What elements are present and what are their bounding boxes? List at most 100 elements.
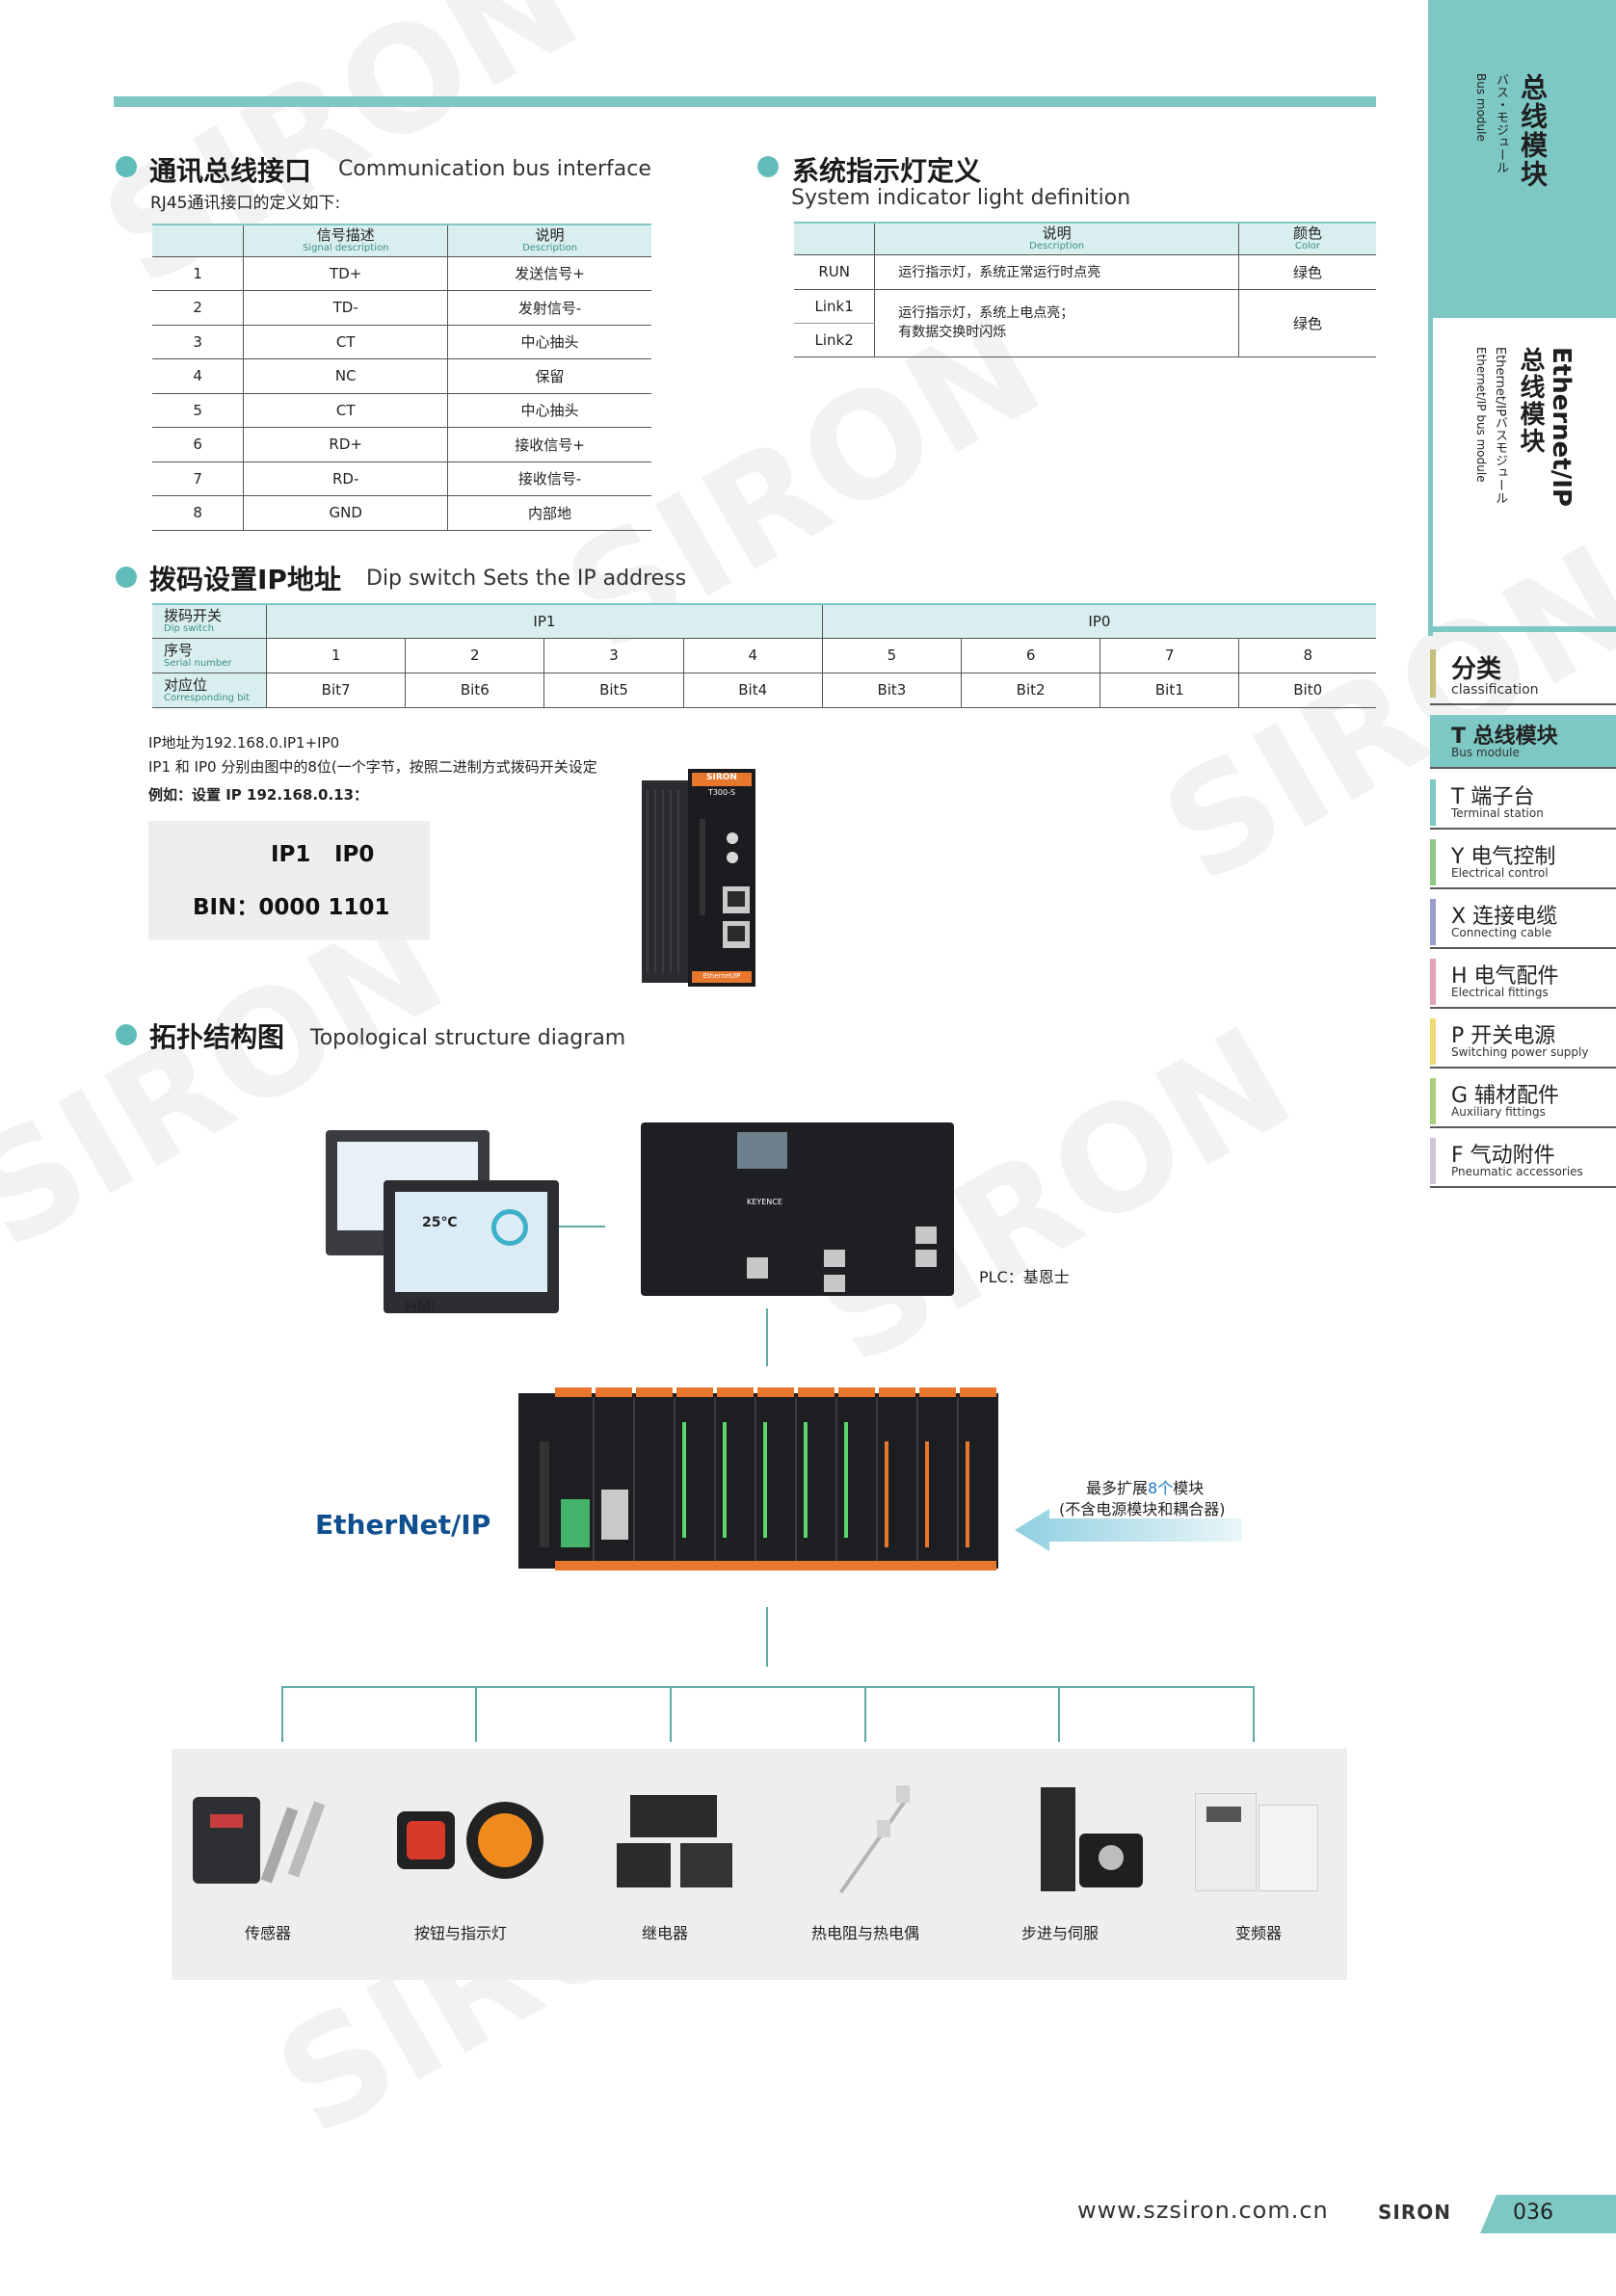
sidebar-top-jp: バス・モジュール <box>1494 73 1508 173</box>
sidebar-classification: 分类 classification <box>1430 644 1616 705</box>
sidebar-item-connecting-cable[interactable]: X 连接电缆 Connecting cable <box>1430 895 1616 949</box>
sidebar-item-switching-power[interactable]: P 开关电源 Switching power supply <box>1430 1015 1616 1069</box>
sidebar-mid-jp: Ethernet/IPバスモジュール <box>1493 347 1507 505</box>
device-panel <box>172 1749 1347 1980</box>
module-brand: SIRON <box>706 773 737 782</box>
comm-title-en: Communication bus interface <box>338 157 651 181</box>
plc-label: PLC：基恩士 <box>979 1268 1070 1286</box>
device-branch <box>1058 1686 1060 1742</box>
expansion-note-1: 最多扩展8个模块 <box>1086 1479 1205 1497</box>
plc-brand: KEYENCE <box>747 1198 782 1206</box>
module-tag: Ethernet/IP <box>702 972 741 980</box>
topo-title-en: Topological structure diagram <box>310 1026 626 1050</box>
table-row: RUN 运行指示灯，系统正常运行时点亮 绿色 <box>794 254 1376 290</box>
comm-title: 通讯总线接口 <box>149 155 312 187</box>
device-label: 按钮与指示灯 <box>414 1924 508 1942</box>
expansion-note-2: (不含电源模块和耦合器) <box>1059 1500 1226 1518</box>
footer-url[interactable]: www.szsiron.com.cn <box>1077 2197 1329 2224</box>
device-branch <box>1253 1686 1255 1742</box>
section-bullet-icon <box>116 567 137 588</box>
hmi-front-image: 25℃ <box>384 1180 559 1313</box>
dip-note-example: 例如：设置 IP 192.168.0.13： <box>148 786 369 804</box>
device-label: 热电阻与热电偶 <box>811 1924 920 1942</box>
dip-ip0-head: IP0 <box>822 603 1376 639</box>
bin-value: BIN：0000 1101 <box>193 895 390 920</box>
dip-ip1-head: IP1 <box>266 603 823 639</box>
sidebar-item-pneumatic-accessories[interactable]: F 气动附件 Pneumatic accessories <box>1430 1134 1616 1188</box>
led-head-name <box>794 222 876 255</box>
sensor-image <box>193 1787 347 1893</box>
inverter-image <box>1195 1787 1320 1893</box>
ip1-label: IP1 <box>271 842 311 867</box>
sidebar-item-electrical-fittings[interactable]: H 电气配件 Electrical fittings <box>1430 955 1616 1009</box>
led-title: 系统指示灯定义 <box>792 155 982 187</box>
footer-brand-logo: SIRON <box>1378 2201 1451 2224</box>
plc-image: KEYENCE <box>641 1113 954 1301</box>
page-number: 036 <box>1513 2201 1553 2225</box>
sidebar-top-title: 总线模块 <box>1517 73 1549 189</box>
page-number-tab <box>1480 2195 1616 2233</box>
device-bus-line <box>281 1686 1255 1688</box>
hmi-label: HMI <box>405 1299 437 1318</box>
module-device-connector <box>766 1607 768 1667</box>
gauge-icon <box>491 1209 528 1246</box>
ethernet-ip-logo: EtherNet/IP <box>315 1509 491 1541</box>
section-bullet-icon <box>757 156 779 177</box>
ip0-label: IP0 <box>334 842 375 867</box>
plc-module-connector <box>766 1308 768 1366</box>
sidebar-item-electrical-control[interactable]: Y 电气控制 Electrical control <box>1430 835 1616 889</box>
io-module-stack-image <box>518 1384 998 1576</box>
servo-image <box>1041 1787 1147 1893</box>
sidebar-divider <box>1428 626 1616 632</box>
sidebar-item-terminal-station[interactable]: T 端子台 Terminal station <box>1430 776 1616 830</box>
ip-example-box: IP1 IP0 BIN：0000 1101 <box>148 821 430 940</box>
device-branch <box>281 1686 283 1742</box>
table-row: Link1 运行指示灯，系统上电点亮；有数据交换时闪烁 绿色 <box>794 289 1376 357</box>
device-branch <box>864 1686 866 1742</box>
dip-note-1: IP地址为192.168.0.IP1+IP0 <box>148 734 340 752</box>
button-indicator-image <box>397 1792 561 1898</box>
device-branch <box>475 1686 477 1742</box>
sidebar-mid-title-2: 总线模块 <box>1516 347 1545 455</box>
sidebar-top-en: Bus module <box>1474 73 1488 142</box>
hmi-plc-connector <box>559 1226 605 1227</box>
rj45-head-no <box>152 224 245 257</box>
led-title-en: System indicator light definition <box>791 186 1131 210</box>
device-label: 步进与伺服 <box>1021 1924 1099 1942</box>
sidebar-item-auxiliary-fittings[interactable]: G 辅材配件 Auxiliary fittings <box>1430 1074 1616 1128</box>
section-bullet-icon <box>116 1024 137 1045</box>
thermocouple-image <box>829 1778 925 1903</box>
dip-note-2: IP1 和 IP0 分别由图中的8位(一个字节，按照二进制方式拨码开关设定 <box>148 758 597 776</box>
dip-title-en: Dip switch Sets the IP address <box>366 567 687 591</box>
section-bullet-icon <box>116 156 137 177</box>
module-model: T300-S <box>707 788 736 797</box>
sidebar-mid-en: Ethernet/IP bus module <box>1474 347 1488 483</box>
sidebar-accent-line <box>1428 318 1433 636</box>
relay-image <box>617 1787 732 1893</box>
sidebar-item-bus-module[interactable]: T 总线模块 Bus module <box>1430 715 1616 769</box>
sidebar-top-block <box>1428 0 1616 318</box>
expansion-arrow-icon <box>1015 1509 1242 1551</box>
device-label: 传感器 <box>245 1924 292 1942</box>
comm-subtitle: RJ45通讯接口的定义如下: <box>150 194 341 213</box>
sidebar-mid-title-1: Ethernet/IP <box>1547 347 1576 507</box>
top-accent-bar <box>114 96 1376 107</box>
t300s-module-image: SIRON T300-S Ethernet/IP <box>636 761 761 992</box>
